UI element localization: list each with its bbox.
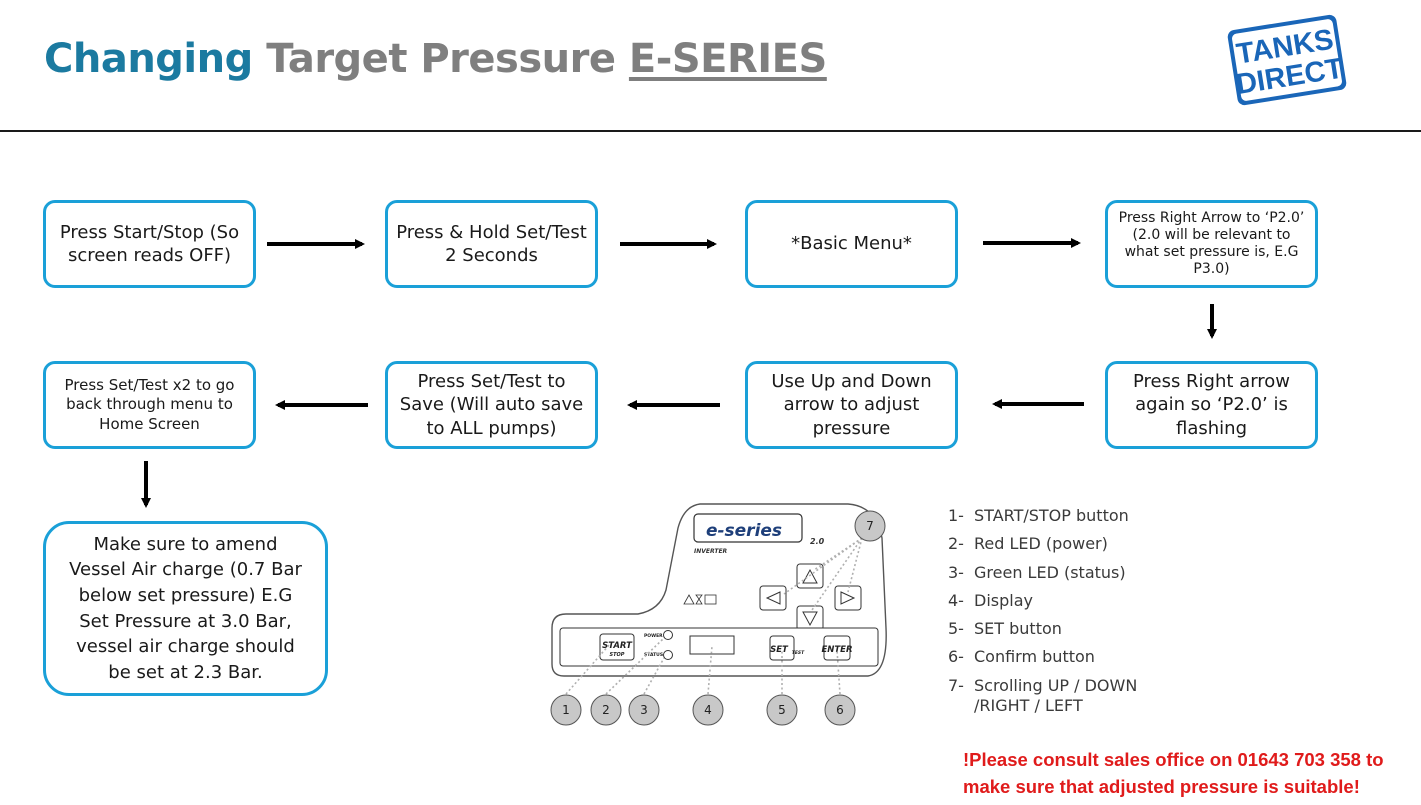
legend-text: START/STOP button <box>974 506 1129 525</box>
callout-6-label: 6 <box>836 703 844 717</box>
legend-text: Scrolling UP / DOWN <box>974 675 1138 695</box>
power-led <box>663 630 673 640</box>
legend-item: 5- SET button <box>948 619 1137 647</box>
brand-name: e-series <box>706 521 782 541</box>
callout-5-label: 5 <box>778 703 786 717</box>
test-key-label: TEST <box>792 650 805 656</box>
legend-number: 2- <box>948 534 964 554</box>
control-panel-diagram: e-series 2.0 INVERTER START STOP POWER S… <box>550 503 887 726</box>
step-basic-menu: *Basic Menu* <box>745 200 958 288</box>
header-divider <box>0 130 1421 132</box>
step-home-screen: Press Set/Test x2 to go back through men… <box>43 361 256 449</box>
legend-text: Green LED (status) <box>974 562 1126 582</box>
step-adjust-pressure-text: Use Up and Down arrow to adjust pressure <box>771 370 932 439</box>
callout-4-label: 4 <box>704 703 712 717</box>
legend-text: Display <box>974 590 1033 610</box>
legend-item: 4- Display <box>948 591 1137 619</box>
stop-key-label: STOP <box>610 652 625 658</box>
power-led-label: POWER <box>644 633 663 639</box>
step-start-stop-text: Press Start/Stop (So screen reads OFF) <box>59 221 240 266</box>
step-vessel-air-charge-text: Make sure to amend Vessel Air charge (0.… <box>69 533 302 683</box>
warning-line-1: !Please consult sales office on 01643 70… <box>963 749 1384 770</box>
callout-2-label: 2 <box>602 703 610 717</box>
callout-5 <box>766 694 798 726</box>
legend-item: 2- Red LED (power) <box>948 534 1137 562</box>
step-adjust-pressure: Use Up and Down arrow to adjust pressure <box>745 361 958 449</box>
display-window <box>689 635 735 655</box>
legend-number: 4- <box>948 590 964 610</box>
step-press-hold: Press & Hold Set/Test 2 Seconds <box>385 200 598 288</box>
callout-7 <box>854 510 886 542</box>
legend-text: Red LED (power) <box>974 534 1108 554</box>
enter-key-label: ENTER <box>821 645 852 655</box>
legend-item: 6- Confirm button <box>948 647 1137 675</box>
brand-version: 2.0 <box>810 537 825 546</box>
step-vessel-air-charge: Make sure to amend Vessel Air charge (0.… <box>43 521 328 696</box>
step-start-stop: Press Start/Stop (So screen reads OFF) <box>43 200 256 288</box>
title-changing: Changing <box>44 36 253 82</box>
step-press-hold-text: Press & Hold Set/Test 2 Seconds <box>396 221 587 266</box>
legend-text: SET button <box>974 619 1062 639</box>
legend-text-continued: /RIGHT / LEFT <box>974 696 1083 716</box>
title-e-series: E-SERIES <box>628 36 827 82</box>
legend-item: 3- Green LED (status) <box>948 563 1137 591</box>
step-right-arrow-flash: Press Right arrow again so ‘P2.0’ is fla… <box>1105 361 1318 449</box>
callout-3-label: 3 <box>640 703 648 717</box>
callout-4 <box>692 694 724 726</box>
step-save: Press Set/Test to Save (Will auto save t… <box>385 361 598 449</box>
legend-number: 6- <box>948 647 964 667</box>
callout-circles <box>550 510 886 726</box>
step-home-screen-text: Press Set/Test x2 to go back through men… <box>64 375 235 433</box>
callout-1-label: 1 <box>562 703 570 717</box>
legend-text: Confirm button <box>974 647 1095 667</box>
legend-number: 1- <box>948 506 964 525</box>
step-right-arrow: Press Right Arrow to ‘P2.0’ (2.0 will be… <box>1105 200 1318 288</box>
enter-key <box>823 635 851 661</box>
set-key-label: SET <box>770 645 789 655</box>
callout-6 <box>824 694 856 726</box>
legend-number: 3- <box>948 562 964 582</box>
callout-3 <box>628 694 660 726</box>
warning-line-2: make sure that adjusted pressure is suit… <box>963 776 1360 797</box>
set-test-key <box>769 635 795 661</box>
legend-list: 1- START/STOP button 2- Red LED (power) 3-… <box>948 506 1137 715</box>
callout-1 <box>550 694 582 726</box>
legend-number: 7- <box>948 675 964 695</box>
status-led <box>663 650 673 660</box>
step-save-text: Press Set/Test to Save (Will auto save t… <box>399 370 584 439</box>
start-key-label: START <box>602 641 633 651</box>
step-basic-menu-text: *Basic Menu* <box>791 233 912 255</box>
leader-lines <box>565 537 863 695</box>
legend-number: 5- <box>948 619 964 639</box>
page-title: Changing Target Pressure E-SERIES <box>44 36 827 82</box>
step-right-arrow-flash-text: Press Right arrow again so ‘P2.0’ is fla… <box>1132 370 1291 439</box>
legend-item: 7- Scrolling UP / DOWN <box>948 676 1137 704</box>
brand-badge <box>693 513 803 543</box>
start-stop-key <box>599 633 635 661</box>
callout-7-label: 7 <box>866 519 874 533</box>
tanks-direct-logo: TANKS DIRECT <box>1227 14 1347 106</box>
warning-symbols-icon <box>683 594 717 605</box>
sales-warning: !Please consult sales office on 01643 70… <box>963 746 1384 800</box>
brand-subtitle: INVERTER <box>694 548 728 555</box>
step-right-arrow-text: Press Right Arrow to ‘P2.0’ (2.0 will be… <box>1118 209 1305 278</box>
status-led-label: STATUS <box>644 652 663 658</box>
legend-item: 1- START/STOP button <box>948 506 1137 534</box>
title-target-pressure: Target Pressure <box>266 36 616 82</box>
callout-2 <box>590 694 622 726</box>
